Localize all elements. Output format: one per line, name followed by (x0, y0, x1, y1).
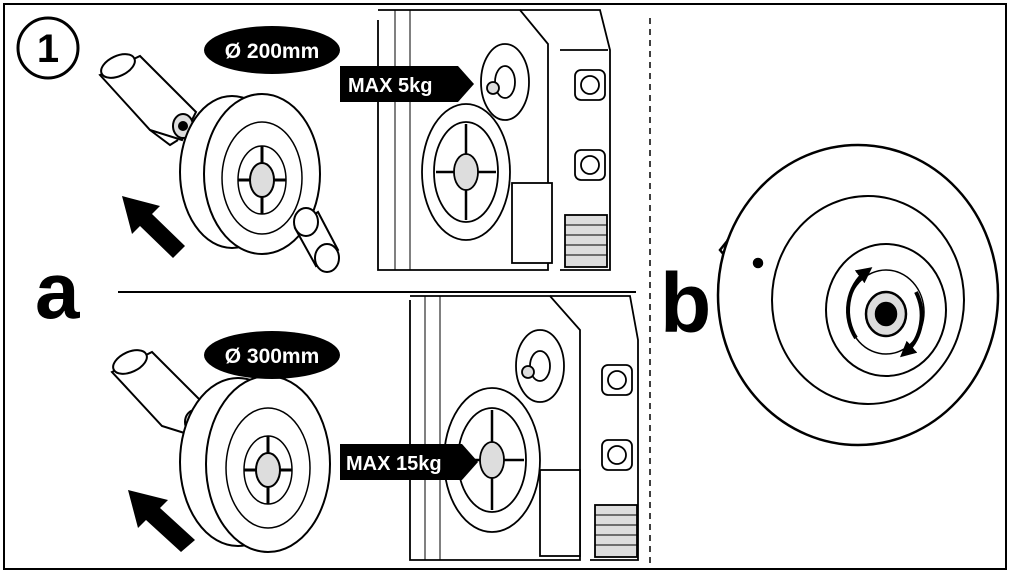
step-number: 1 (37, 27, 59, 71)
max-weight-label-bottom: MAX 15kg (346, 453, 442, 475)
spool-hub-adapter-top (98, 53, 198, 147)
label-a: a (35, 246, 80, 335)
machine-cabinet-bottom (409, 295, 639, 561)
label-b: b (660, 256, 711, 350)
spool-300mm (179, 375, 331, 553)
step-number-badge: 1 (16, 16, 80, 80)
diameter-badge-top: Ø 200mm (204, 26, 340, 74)
spool-reducer-ring (293, 207, 340, 273)
machine-cabinet-top (377, 9, 611, 271)
insertion-arrow-bottom (128, 490, 195, 552)
spool-locking-detail (716, 143, 1000, 447)
max-weight-tag-bottom: MAX 15kg (340, 444, 478, 480)
diameter-badge-bottom: Ø 300mm (204, 331, 340, 379)
max-weight-label-top: MAX 5kg (348, 75, 432, 97)
max-weight-tag-top: MAX 5kg (340, 66, 474, 102)
insertion-arrow-top (122, 196, 185, 258)
spool-200mm (179, 93, 321, 255)
diameter-label-bottom: Ø 300mm (225, 345, 320, 368)
diameter-label-top: Ø 200mm (225, 40, 320, 63)
